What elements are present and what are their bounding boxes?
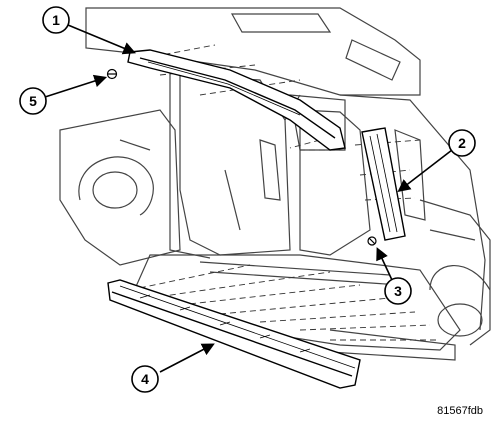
trim-screw-part [106,68,118,80]
callout-label-4: 4 [141,371,149,387]
leader-line-1 [67,24,136,55]
leader-lines [44,24,453,373]
callout-3: 3 [384,277,412,305]
pillar-fastener-part [367,236,377,246]
callout-label-3: 3 [394,283,402,299]
leader-line-5 [44,74,108,98]
leader-line-3 [376,247,393,281]
roof-rail-trim-part [127,49,346,151]
callout-label-1: 1 [52,12,60,28]
leader-line-4 [159,343,215,373]
callout-2: 2 [448,129,476,157]
callout-label-5: 5 [29,93,37,109]
callout-1: 1 [42,6,70,34]
callout-label-2: 2 [458,135,466,151]
callout-4: 4 [131,365,159,393]
callout-5: 5 [19,87,47,115]
leader-line-2 [397,149,453,192]
door-sill-trim-part [107,279,361,389]
figure-id-label: 81567fdb [437,405,483,417]
vehicle-body-outline [59,7,491,361]
pillar-trim-part [361,127,406,241]
